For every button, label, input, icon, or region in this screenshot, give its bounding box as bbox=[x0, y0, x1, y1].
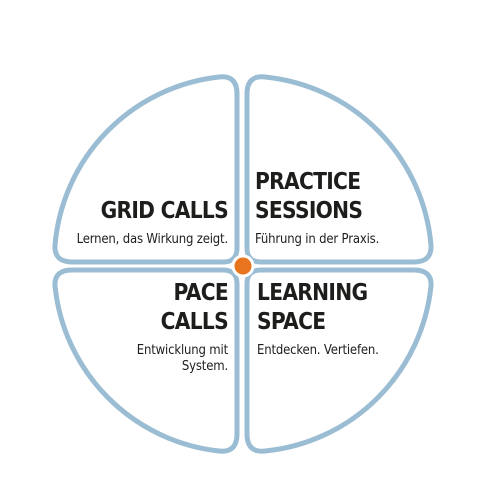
quadrant-top-right-subtitle: Führung in der Praxis. bbox=[255, 232, 435, 248]
quadrant-bottom-left[interactable]: PACE CALLS Entwicklung mit System. bbox=[28, 279, 229, 375]
quadrant-bottom-right[interactable]: LEARNING SPACE Entdecken. Vertiefen. bbox=[257, 279, 457, 359]
quadrant-top-right-shape[interactable] bbox=[244, 74, 434, 265]
quadrant-bottom-left-title-line: CALLS bbox=[160, 309, 229, 335]
quadrant-bottom-left-shape[interactable] bbox=[52, 267, 240, 454]
quadrant-bottom-left-title: PACE CALLS bbox=[52, 279, 229, 337]
quadrant-top-left-title: GRID CALLS bbox=[52, 197, 229, 226]
quadrant-bottom-left-title-line: PACE bbox=[173, 280, 228, 306]
quadrant-top-left-subtitle-line: Lernen, das Wirkung zeigt. bbox=[76, 232, 229, 247]
quadrant-bottom-left-subtitle: Entwicklung mit System. bbox=[48, 343, 228, 375]
center-dot bbox=[231, 254, 255, 278]
quadrant-top-left-shape[interactable] bbox=[52, 74, 240, 265]
quadrant-bottom-left-subtitle-line: Entwicklung mit bbox=[136, 343, 228, 358]
quadrant-bottom-left-subtitle-line: System. bbox=[181, 359, 228, 374]
quadrant-top-right-title: PRACTICE SESSIONS bbox=[255, 168, 431, 226]
quadrant-top-right-title-line: SESSIONS bbox=[255, 198, 363, 224]
quadrant-bottom-right-title: LEARNING SPACE bbox=[257, 279, 433, 337]
quadrant-bottom-right-subtitle-line: Entdecken. Vertiefen. bbox=[257, 343, 379, 358]
quadrant-top-right[interactable]: PRACTICE SESSIONS Führung in der Praxis. bbox=[255, 168, 455, 248]
quadrant-top-right-title-line: PRACTICE bbox=[255, 169, 361, 195]
quadrant-top-left[interactable]: GRID CALLS Lernen, das Wirkung zeigt. bbox=[28, 197, 229, 248]
quadrant-top-right-subtitle-line: Führung in der Praxis. bbox=[255, 232, 380, 247]
quadrant-bottom-right-title-line: SPACE bbox=[257, 309, 326, 335]
quadrant-bottom-right-shape[interactable] bbox=[244, 267, 434, 454]
quadrant-bottom-right-title-line: LEARNING bbox=[257, 280, 368, 306]
quadrant-top-left-subtitle: Lernen, das Wirkung zeigt. bbox=[48, 232, 229, 248]
quadrant-bottom-right-subtitle: Entdecken. Vertiefen. bbox=[257, 343, 437, 359]
quadrant-top-left-title-line: GRID CALLS bbox=[100, 198, 229, 224]
